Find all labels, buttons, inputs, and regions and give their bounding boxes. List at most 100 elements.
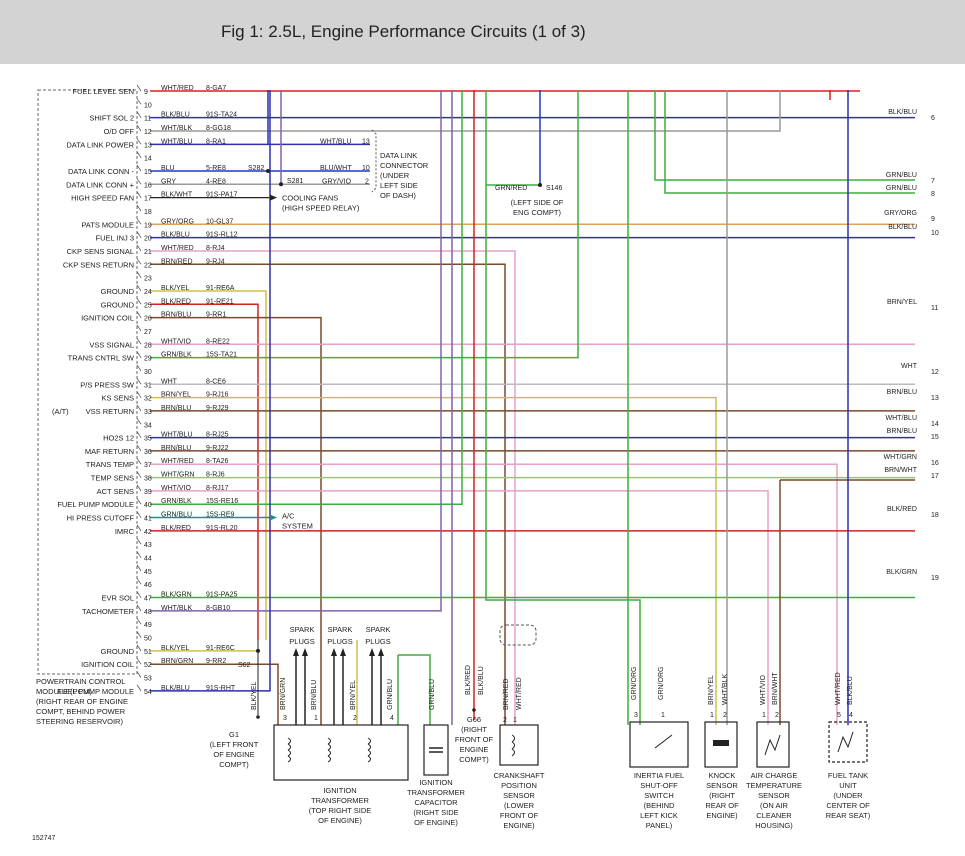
pcm-pin-number: 48 bbox=[144, 609, 152, 616]
pcm-pin-number: 39 bbox=[144, 489, 152, 496]
ignition-transformer-coil-c bbox=[367, 749, 371, 757]
pcm-pin-number: 27 bbox=[144, 329, 152, 336]
inertia-label-line-3: (BEHIND bbox=[644, 801, 675, 810]
pcm-pin-number: 34 bbox=[144, 422, 152, 429]
pcm-pin-name: TRANS TEMP bbox=[86, 460, 134, 469]
pcm-pin-circuit: 8-GB10 bbox=[206, 605, 230, 612]
pcm-pin-color: BRN/GRN bbox=[161, 658, 193, 665]
inertia-wire-b: GRN/ORG bbox=[658, 667, 665, 700]
figure-id: 152747 bbox=[32, 835, 55, 842]
g66-ground-dot bbox=[472, 708, 476, 712]
pcm-pin-number: 15 bbox=[144, 169, 152, 176]
cooling-fans-label: COOLING FANS bbox=[282, 194, 338, 203]
ignition-transformer-coil-a bbox=[287, 743, 291, 751]
wire-pin-40 bbox=[150, 90, 463, 505]
pcm-pin-color: BLK/BLU bbox=[161, 232, 190, 239]
pcm-pin-color: BRN/BLU bbox=[161, 405, 191, 412]
pcm-pin-name: ACT SENS bbox=[97, 487, 134, 496]
arrow-cooling-fans bbox=[270, 194, 277, 201]
pcm-pin-color: WHT/BLU bbox=[161, 432, 193, 439]
pcm-pin-tick bbox=[136, 178, 142, 185]
pcm-pin-color: BRN/BLU bbox=[161, 445, 191, 452]
pcm-pin-color: BLK/YEL bbox=[161, 285, 190, 292]
ignition-transformer-wire: BRN/BLU bbox=[311, 680, 318, 710]
dlc-pin-13: 13 bbox=[362, 138, 370, 145]
ckp-wire-a: BRN/RED bbox=[503, 678, 510, 710]
pcm-pin-name: TEMP SENS bbox=[91, 474, 134, 483]
right-edge-wire-label: BRN/BLU bbox=[887, 428, 917, 435]
knock-label-line-4: ENGINE) bbox=[706, 811, 738, 820]
spark-plugs-label-bottom: PLUGS bbox=[289, 637, 314, 646]
pcm-pin-circuit: 15S-RE16 bbox=[206, 498, 238, 505]
pcm-pin-color: WHT bbox=[161, 378, 178, 385]
act-label-line-5: HOUSING) bbox=[755, 821, 793, 830]
pcm-pin-number: 31 bbox=[144, 382, 152, 389]
pcm-pin-number: 52 bbox=[144, 662, 152, 669]
knock-sensor-box bbox=[704, 721, 738, 768]
dlc-pin-10: 10 bbox=[362, 165, 370, 172]
pcm-pin-number: 30 bbox=[144, 369, 152, 376]
pcm-pin-tick bbox=[136, 657, 142, 665]
pcm-pin-circuit: 9-RJ29 bbox=[206, 405, 229, 412]
pcm-pin-number: 29 bbox=[144, 356, 152, 363]
ignition-transformer-wire: BRN/YEL bbox=[350, 680, 357, 710]
pcm-pin-circuit: 8-RJ6 bbox=[206, 472, 225, 479]
inertia-pin-b: 1 bbox=[661, 712, 665, 719]
knock-label-line-1: SENSOR bbox=[706, 781, 738, 790]
spark-plug-arrow bbox=[331, 648, 337, 656]
pcm-pin-name: O/D OFF bbox=[104, 127, 135, 136]
wire-vert-486 bbox=[485, 90, 641, 725]
pcm-pin-tick bbox=[136, 111, 142, 118]
pcm-pin-number: 43 bbox=[144, 542, 152, 549]
pcm-pin-tick bbox=[136, 138, 142, 145]
right-edge-ref: 17 bbox=[931, 473, 939, 480]
right-edge-ref: 7 bbox=[931, 178, 935, 185]
g1-label-line-0: G1 bbox=[229, 730, 239, 739]
right-edge-wire-label: GRN/BLU bbox=[886, 172, 917, 179]
pcm-vss-return-prefix: (A/T) bbox=[52, 407, 69, 416]
splice-s282: S282 bbox=[248, 165, 264, 172]
pcm-pin-number: 36 bbox=[144, 449, 152, 456]
ignition-transformer-coil-c bbox=[367, 743, 371, 751]
splice-s281-dot bbox=[279, 182, 283, 187]
inertia-switch-blade bbox=[654, 734, 673, 749]
g66-label-line-3: ENGINE bbox=[460, 745, 489, 754]
act-label-line-1: TEMPERATURE bbox=[746, 781, 802, 790]
g1-wire: BLK/YEL bbox=[251, 681, 258, 710]
inertia-label-line-0: INERTIA FUEL bbox=[634, 771, 684, 780]
pcm-pin-name: CKP SENS RETURN bbox=[63, 260, 134, 269]
pcm-pin-color: WHT/BLK bbox=[161, 605, 192, 612]
pcm-pin-name: DATA LINK CONN + bbox=[66, 180, 134, 189]
spark-plug-arrow bbox=[340, 648, 346, 656]
fuel-tank-sender bbox=[837, 731, 854, 753]
pcm-pin-circuit: 4-RE8 bbox=[206, 178, 226, 185]
capacitor-label-line-0: IGNITION bbox=[419, 778, 452, 787]
pcm-pin-number: 26 bbox=[144, 316, 152, 323]
pcm-pin-tick bbox=[136, 431, 142, 438]
pcm-pin-color: WHT/RED bbox=[161, 85, 194, 92]
dlc-bracket bbox=[371, 129, 377, 193]
knock-wire-b: WHT/BLK bbox=[722, 674, 729, 705]
wire-pin-37 bbox=[150, 463, 838, 725]
ignition-transformer-pin: 3 bbox=[283, 715, 287, 722]
right-edge-wire-label: GRY/ORG bbox=[884, 210, 917, 217]
pcm-pin-number: 11 bbox=[144, 116, 151, 123]
pcm-pin-number: 12 bbox=[144, 129, 152, 136]
pcm-pin-color: WHT/BLU bbox=[161, 138, 193, 145]
pcm-outline bbox=[37, 89, 138, 675]
knock-label-line-2: (RIGHT bbox=[709, 791, 735, 800]
right-edge-ref: 18 bbox=[931, 512, 939, 519]
inertia-label-line-4: LEFT KICK bbox=[640, 811, 678, 820]
ignition-transformer-coil-b bbox=[327, 743, 331, 751]
right-edge-wire-label: BRN/WHT bbox=[884, 467, 917, 474]
act-label-line-4: CLEANER bbox=[756, 811, 792, 820]
pcm-pin-circuit: 8-RJ17 bbox=[206, 485, 229, 492]
fuel-tank-box bbox=[828, 721, 868, 763]
pcm-pin-number: 40 bbox=[144, 502, 152, 509]
ignition-transformer-label-line-2: (TOP RIGHT SIDE bbox=[309, 806, 372, 815]
act-label-line-2: SENSOR bbox=[758, 791, 790, 800]
pcm-pin-number: 28 bbox=[144, 342, 152, 349]
pcm-label-line-2: (RIGHT REAR OF ENGINE bbox=[36, 697, 128, 706]
pcm-pin-color: WHT/VIO bbox=[161, 338, 191, 345]
